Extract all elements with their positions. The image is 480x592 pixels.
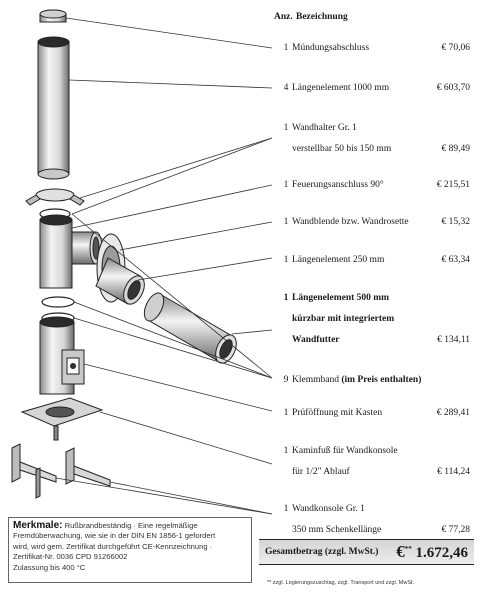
item-label: Längenelement 1000 mm [292, 83, 390, 93]
item-qty: 1 [283, 180, 289, 190]
item-label: Mündungsabschluss [292, 43, 370, 53]
item-price: € 289,41 [436, 408, 470, 418]
item-qty: 1 [283, 43, 289, 53]
item-label: Wandkonsole Gr. 1 [292, 504, 365, 514]
footnote: ** zzgl. Legierungszuschlag, zzgl. Trans… [267, 580, 415, 586]
item-label: für 1/2" Ablauf [292, 467, 350, 477]
footnote-marker: ** [404, 545, 412, 553]
klemmband-part [41, 296, 75, 308]
total-amount: €** 1.672,46 [396, 542, 468, 562]
item-label: Längenelement 250 mm [292, 255, 385, 265]
item-label: Feuerungsanschluss 90° [292, 180, 384, 190]
item-price: € 89,49 [441, 144, 471, 154]
item-qty: 1 [283, 293, 289, 303]
item-price: € 603,70 [436, 83, 470, 93]
item-price: € 15,32 [441, 217, 471, 227]
item-qty: 1 [283, 217, 289, 227]
total-label: Gesamtbetrag (zzgl. MwSt.) [265, 547, 379, 557]
item-qty: 1 [283, 504, 289, 514]
item-price: € 114,24 [437, 467, 470, 477]
item-price: € 215,51 [436, 180, 470, 190]
wandhalter-part [35, 188, 75, 202]
item-qty: 1 [283, 408, 289, 418]
item-label: verstellbar 50 bis 150 mm [292, 144, 392, 154]
features-text: Zertifikat-Nr. 0036 CPD 91266002 [13, 552, 128, 562]
feuerungsanschluss-part [39, 219, 73, 289]
item-label: Längenelement 500 mm [292, 293, 390, 303]
item-price: € 77,28 [441, 525, 471, 535]
item-qty: 9 [283, 375, 289, 385]
features-text: Fremdüberwachung, wie sie in der DIN EN … [13, 531, 216, 541]
currency-symbol: € [396, 542, 405, 561]
item-note: (im Preis enthalten) [341, 375, 422, 385]
item-price: € 70,06 [441, 43, 471, 53]
item-label: 350 mm Schenkellänge [292, 525, 382, 535]
item-qty: 1 [283, 446, 289, 456]
item-label: Klemmband [292, 375, 339, 385]
features-text: wird, wird gem. Zertifikat durchgeführt … [13, 541, 213, 551]
qty-column-header: Anz. [274, 12, 293, 22]
item-qty: 4 [283, 83, 289, 93]
item-label: Wandblende bzw. Wandrosette [292, 217, 409, 227]
total-value: 1.672,46 [415, 545, 469, 561]
item-label: Wandhalter Gr. 1 [292, 123, 357, 133]
total-box: Gesamtbetrag (zzgl. MwSt.) €** 1.672,46 [259, 539, 474, 565]
item-qty: 1 [283, 255, 289, 265]
item-label: Wandfutter [292, 335, 340, 345]
laengenelement-1000-part [37, 41, 70, 175]
features-title: Merkmale: [13, 520, 63, 531]
item-price: € 134,11 [437, 335, 470, 345]
description-column-header: Bezeichnung [296, 12, 348, 22]
item-label: Prüföffnung mit Kasten [292, 408, 383, 418]
features-text: Rußbrandbeständig · Eine regelmäßige [64, 521, 198, 530]
item-price: € 63,34 [441, 255, 471, 265]
item-qty: 1 [283, 123, 289, 133]
item-label: Kaminfuß für Wandkonsole [292, 446, 398, 456]
features-text: Zulassung bis 400 °C [13, 562, 86, 572]
item-label: kürzbar mit integriertem [292, 314, 395, 324]
features-box: Merkmale: Rußbrandbeständig · Eine regel… [8, 517, 252, 583]
wandkonsole-part [11, 443, 21, 483]
